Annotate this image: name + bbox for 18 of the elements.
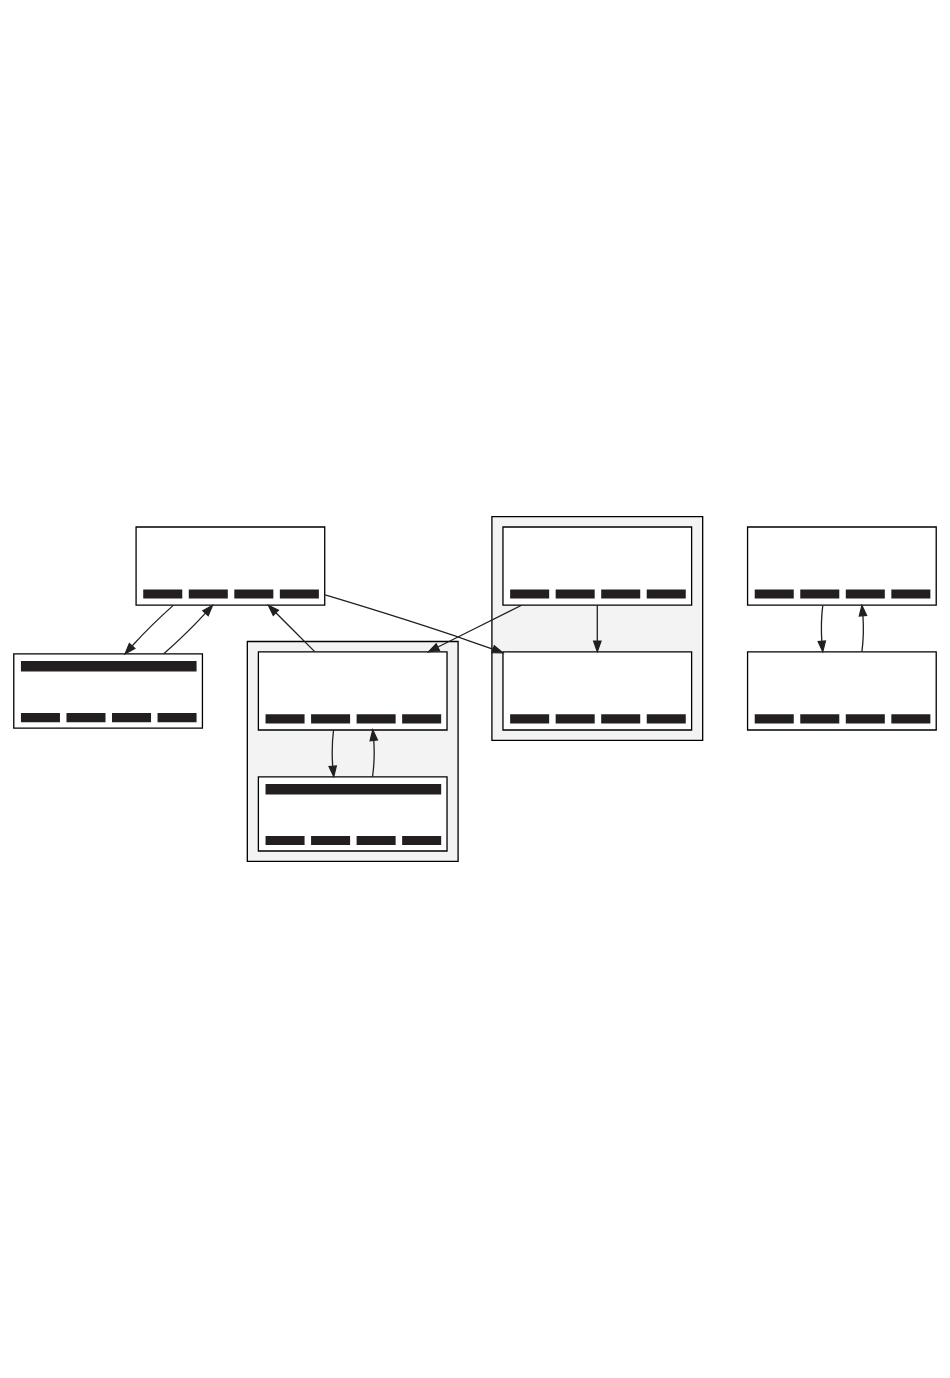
- node-box: [257, 776, 448, 852]
- arrow: [817, 604, 827, 654]
- arrow: [592, 604, 602, 654]
- node-box: [135, 526, 326, 606]
- arrow: [858, 603, 868, 653]
- node-box: [502, 526, 693, 606]
- node-box: [502, 651, 693, 731]
- arrow: [267, 604, 316, 653]
- arrow: [163, 603, 214, 655]
- arrow: [369, 728, 379, 778]
- node-box: [746, 651, 937, 731]
- node-box: [13, 653, 204, 729]
- node-box: [746, 526, 937, 606]
- arrow: [328, 729, 338, 779]
- arrow: [426, 604, 523, 653]
- arrow: [123, 604, 174, 656]
- node-box: [257, 651, 448, 731]
- arrow: [324, 594, 505, 654]
